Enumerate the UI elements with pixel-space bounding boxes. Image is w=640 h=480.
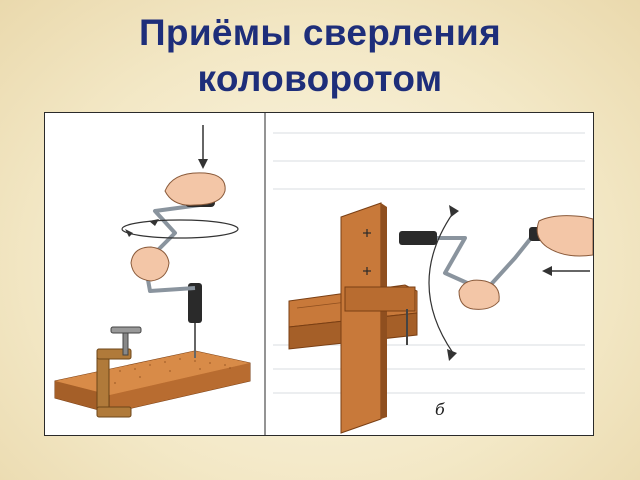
workpiece-board	[54, 350, 251, 414]
force-arrow-left-icon	[542, 266, 590, 276]
vertical-board	[340, 202, 387, 434]
rotation-arrow-icon	[121, 219, 239, 239]
illustration-frame: б	[44, 112, 594, 436]
hand-lower-horizontal	[458, 279, 500, 310]
panel-a-vertical-drilling	[54, 125, 251, 418]
hand-top	[164, 172, 226, 206]
rotation-arrow-horizontal-icon	[428, 205, 459, 361]
clamp-block	[344, 286, 416, 312]
force-arrow-down-icon	[198, 125, 208, 169]
c-clamp	[96, 326, 142, 418]
hand-right-horizontal	[536, 215, 593, 257]
brace-crank-horizontal	[437, 231, 537, 293]
slide-title: Приёмы сверления коловоротом	[0, 10, 640, 102]
title-line-1: Приёмы сверления	[139, 12, 501, 53]
panel-b-label: б	[435, 400, 445, 419]
panel-b-horizontal-drilling	[273, 132, 593, 434]
brace-chuck	[188, 283, 202, 323]
brace-crank	[143, 203, 201, 293]
brace-chuck-horizontal	[399, 231, 437, 245]
hand-middle	[130, 246, 170, 282]
drilling-illustration	[54, 113, 593, 435]
title-line-2: коловоротом	[197, 58, 443, 99]
